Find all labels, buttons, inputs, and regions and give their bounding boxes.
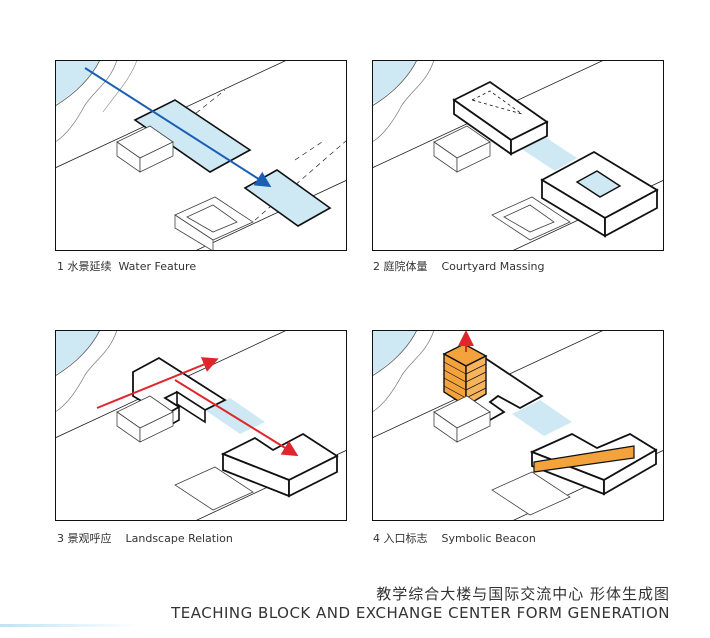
diagram-panel-3 bbox=[55, 330, 347, 521]
caption-cn: 水景延续 bbox=[67, 260, 112, 273]
caption-cn: 景观呼应 bbox=[67, 532, 112, 545]
caption-en: Landscape Relation bbox=[125, 532, 233, 545]
orange-canopy bbox=[533, 445, 635, 473]
title-english: TEACHING BLOCK AND EXCHANGE CENTER FORM … bbox=[171, 604, 670, 622]
caption-number: 1 bbox=[57, 260, 64, 273]
caption-3: 3 景观呼应 Landscape Relation bbox=[57, 530, 233, 546]
caption-number: 4 bbox=[373, 532, 380, 545]
diagram-panel-1 bbox=[55, 60, 347, 251]
diagram-panel-2 bbox=[372, 60, 664, 251]
diagram-panel-4 bbox=[372, 330, 664, 521]
caption-en: Courtyard Massing bbox=[441, 260, 545, 273]
symbolic-beacon-diagram bbox=[372, 330, 664, 521]
view-arrow-south bbox=[174, 379, 299, 457]
decorative-bar bbox=[0, 624, 140, 627]
caption-number: 2 bbox=[373, 260, 380, 273]
river-area bbox=[55, 60, 100, 104]
courtyard-massing-diagram bbox=[372, 60, 664, 251]
water-flow-arrow bbox=[84, 67, 272, 188]
caption-en: Water Feature bbox=[118, 260, 197, 273]
title-chinese: 教学综合大楼与国际交流中心 形体生成图 bbox=[376, 585, 670, 603]
landscape-relation-diagram bbox=[55, 330, 347, 521]
water-feature-diagram bbox=[55, 60, 347, 251]
caption-en: Symbolic Beacon bbox=[441, 532, 536, 545]
caption-1: 1 水景延续 Water Feature bbox=[57, 258, 196, 274]
caption-number: 3 bbox=[57, 532, 64, 545]
caption-cn: 入口标志 bbox=[383, 532, 428, 545]
caption-cn: 庭院体量 bbox=[383, 260, 428, 273]
caption-2: 2 庭院体量 Courtyard Massing bbox=[373, 258, 544, 274]
caption-4: 4 入口标志 Symbolic Beacon bbox=[373, 530, 536, 546]
view-arrow-north bbox=[96, 357, 219, 409]
